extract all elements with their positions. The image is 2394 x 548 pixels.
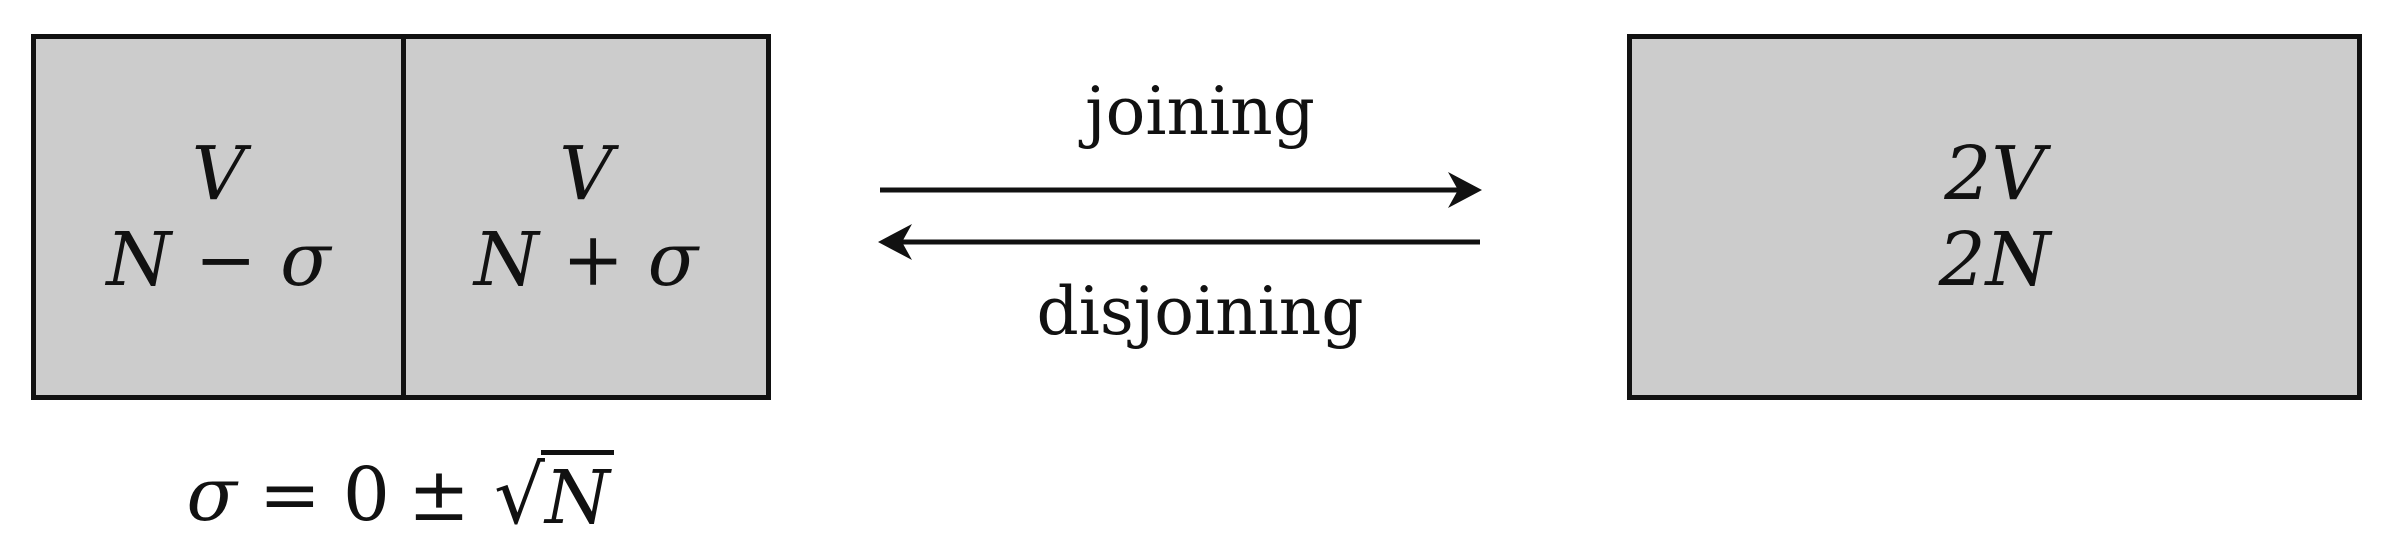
fluctuation-equation: σ = 0 ± √N (160, 449, 640, 542)
partition-wall (401, 39, 406, 395)
equals-sign: = (258, 452, 321, 538)
sigma-symbol: σ (186, 452, 237, 538)
disjoining-label: disjoining (1036, 273, 1364, 350)
left-operator: − (194, 217, 257, 303)
right-particles-symbol: N (473, 217, 539, 303)
left-particles-symbol: N (106, 217, 172, 303)
forward-arrow (880, 172, 1482, 208)
split-container-box: V N − σ V N + σ (31, 34, 771, 400)
right-compartment-particles: N + σ (474, 217, 698, 303)
radicand: N (540, 449, 614, 541)
right-compartment-volume: V (559, 131, 613, 217)
process-arrows (878, 172, 1482, 260)
right-deviation-symbol: σ (647, 217, 699, 303)
right-compartment: V N + σ (406, 39, 766, 395)
combined-particles: 2N (1938, 217, 2051, 303)
left-compartment-volume: V (191, 131, 246, 217)
reverse-arrow (878, 224, 1480, 260)
combined-container-box: 2V 2N (1627, 34, 2362, 400)
mean-value: 0 (342, 452, 390, 538)
combined-volume: 2V (1944, 131, 2045, 217)
left-compartment: V N − σ (36, 39, 401, 395)
right-operator: + (562, 217, 625, 303)
plus-minus-sign: ± (407, 452, 470, 538)
joining-label: joining (1085, 73, 1315, 150)
left-deviation-symbol: σ (280, 217, 331, 303)
square-root: √N (494, 449, 614, 542)
radical-sign: √ (493, 448, 545, 542)
left-compartment-particles: N − σ (106, 217, 330, 303)
